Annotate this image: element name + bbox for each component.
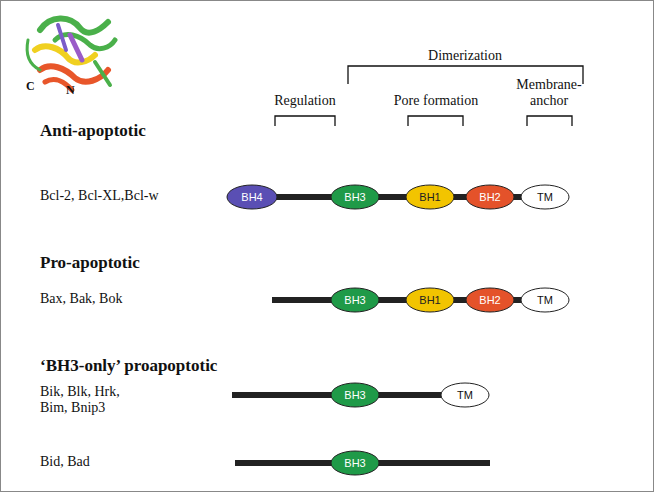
tm-domain: TM [520,287,570,313]
region-label: Regulation [274,93,335,109]
domain-ellipse [406,185,454,209]
domain-ellipse [331,383,379,407]
group-heading: ‘BH3-only’ proapoptotic [40,356,217,376]
domain-ellipse [227,185,277,209]
tm-domain: TM [520,184,570,210]
domain-ellipse [441,383,489,407]
domain-label: TM [537,294,553,306]
terminus-label: C [26,80,35,94]
protein-bars [228,194,545,466]
domain-label: BH3 [344,191,365,203]
bh3-domain: BH3 [330,450,380,476]
domain-label: BH2 [479,191,500,203]
bh3-domain: BH3 [330,382,380,408]
domain-label: BH2 [479,294,500,306]
tm-domain: TM [440,382,490,408]
bh2-domain: BH2 [465,184,515,210]
terminus-label: N [66,84,75,98]
region-label: Pore formation [394,93,478,109]
domain-label: BH1 [419,191,440,203]
bh2-domain: BH2 [465,287,515,313]
domain-label: BH4 [241,191,262,203]
protein-names: Bax, Bak, Bok [40,291,122,307]
protein-names: Bcl-2, Bcl-XL,Bcl-w [40,188,159,204]
bh4-domain: BH4 [226,184,278,210]
region-label: Membrane- anchor [509,77,589,109]
domain-label: TM [537,191,553,203]
group-heading: Pro-apoptotic [40,253,140,273]
bh1-domain: BH1 [405,184,455,210]
region-label: Dimerization [428,48,502,64]
domain-label: BH3 [344,457,365,469]
domain-ellipse [466,288,514,312]
domain-ellipse [521,288,569,312]
bh3-domain: BH3 [330,287,380,313]
domain-ellipse [331,185,379,209]
protein-names: Bid, Bad [40,454,90,470]
group-heading: Anti-apoptotic [40,121,146,141]
domain-ellipse [521,185,569,209]
domain-label: TM [457,389,473,401]
protein-names: Bik, Blk, Hrk, Bim, Bnip3 [40,384,146,416]
bh1-domain: BH1 [405,287,455,313]
domain-label: BH3 [344,389,365,401]
domain-ellipse [331,451,379,475]
protein-structure [27,18,115,90]
domain-ellipse [331,288,379,312]
bh3-domain: BH3 [330,184,380,210]
domain-ellipse [466,185,514,209]
domain-label: BH3 [344,294,365,306]
domain-label: BH1 [419,294,440,306]
domain-ellipse [406,288,454,312]
